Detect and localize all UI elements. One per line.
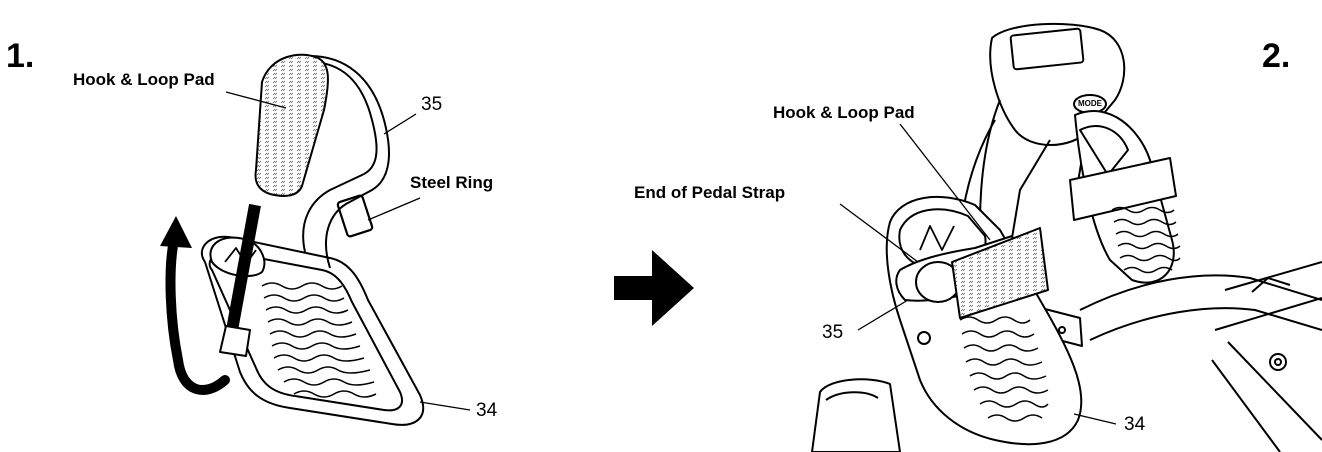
hook-loop-pad-1	[254, 53, 329, 197]
curved-up-arrow-icon	[160, 216, 230, 395]
pedal-strap-35	[298, 61, 378, 253]
mode-button-label: MODE	[1078, 99, 1102, 108]
leader-steel-ring	[367, 197, 421, 221]
label-part-34-1: 34	[476, 400, 498, 421]
label-hook-loop-pad-2: Hook & Loop Pad	[773, 103, 915, 122]
panel1-pedal-drawing	[200, 53, 425, 426]
right-arrow-icon	[614, 250, 694, 326]
hook-loop-pad-2	[951, 227, 1049, 319]
front-pedal-tread-lines	[959, 316, 1049, 422]
label-part-35-1: 35	[421, 94, 443, 115]
leader-34-2	[1073, 413, 1117, 425]
leader-34-1	[419, 401, 471, 411]
leader-hook-loop-1	[225, 91, 287, 109]
panel2-trainer-drawing	[811, 22, 1322, 452]
label-part-34-2: 34	[1124, 414, 1146, 435]
front-foot	[811, 378, 901, 452]
label-part-35-2: 35	[822, 322, 844, 343]
leader-35-2	[857, 299, 909, 331]
step-number-2: 2.	[1262, 37, 1291, 75]
leader-35-1	[383, 113, 417, 135]
leader-end-of-strap	[839, 203, 919, 263]
console-display	[1009, 27, 1085, 71]
label-hook-loop-pad-1: Hook & Loop Pad	[73, 70, 215, 89]
pedal-tread-lines	[261, 282, 377, 398]
label-end-of-pedal-strap: End of Pedal Strap	[634, 183, 786, 202]
steel-ring	[336, 194, 374, 238]
step-number-1: 1.	[6, 37, 35, 75]
leader-hook-loop-2	[899, 123, 991, 241]
label-steel-ring: Steel Ring	[410, 173, 494, 192]
pedal-body-34	[200, 235, 425, 426]
rear-pedal-strap	[1069, 157, 1177, 221]
